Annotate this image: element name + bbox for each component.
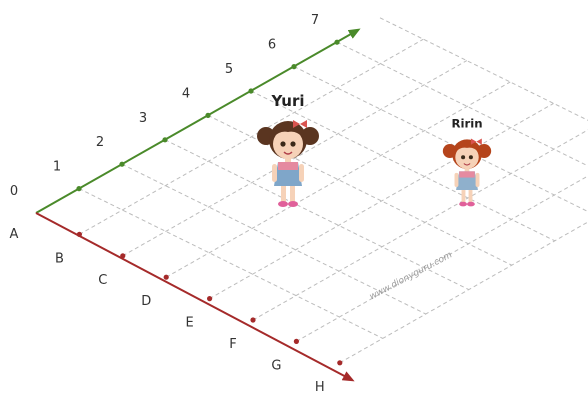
grid-line-row — [296, 175, 588, 342]
character-figure: Yuri — [257, 92, 319, 207]
grid-line-column — [250, 90, 556, 242]
left-axis-tick-dot — [337, 360, 343, 366]
grid-line-column — [379, 17, 588, 121]
row-label: G — [271, 358, 281, 373]
top-axis-tick-dot — [291, 64, 297, 70]
grid-line-row — [165, 81, 511, 278]
row-label: B — [55, 251, 64, 266]
grid-line-column — [164, 139, 470, 291]
character-figure: Ririn — [442, 117, 492, 207]
grid-line-row — [209, 102, 554, 300]
row-label: H — [315, 380, 325, 395]
left-axis-tick-dot — [293, 338, 299, 344]
grid-line-column — [293, 66, 588, 213]
column-label: 3 — [139, 111, 147, 126]
row-label: C — [98, 273, 107, 288]
row-label: D — [141, 294, 151, 309]
left-axis-tick-dot — [207, 296, 213, 302]
grid-line-row — [122, 60, 468, 257]
top-axis-tick-dot — [334, 39, 340, 45]
grid-line-row — [252, 129, 588, 321]
column-label: 1 — [53, 160, 61, 175]
top-axis-arrow — [35, 28, 361, 214]
column-label: 2 — [96, 135, 104, 150]
top-axis-tick-dot — [205, 112, 211, 118]
left-axis-tick-dot — [163, 274, 169, 280]
axes — [35, 28, 361, 382]
column-label: 7 — [311, 13, 319, 28]
column-label: 0 — [10, 184, 18, 199]
grid-line-column — [207, 114, 513, 266]
grid-line-column — [336, 41, 588, 167]
row-label: A — [10, 227, 19, 242]
column-label: 4 — [182, 86, 190, 101]
top-axis-tick-dot — [162, 137, 168, 143]
grid-line-column — [78, 188, 384, 339]
column-label: 6 — [268, 38, 276, 53]
grid-line-row — [339, 221, 588, 364]
top-axis-tick-dot — [76, 186, 82, 192]
row-label: F — [229, 337, 236, 352]
top-axis-tick-dot — [119, 161, 125, 167]
grid-lines — [78, 17, 588, 364]
tick-labels: 0 1 2 3 4 5 6 7A B C D E F G H — [10, 13, 325, 395]
top-axis-tick-dot — [248, 88, 254, 94]
left-axis-tick-dot — [120, 253, 126, 259]
grid-line-column — [121, 163, 427, 315]
grid-line-row — [79, 38, 424, 235]
column-label: 5 — [225, 62, 233, 77]
left-axis-arrow — [35, 212, 355, 382]
left-axis-tick-dot — [250, 317, 256, 323]
row-label: E — [185, 316, 193, 331]
character-name: Ririn — [451, 117, 482, 131]
character-name: Yuri — [271, 92, 305, 110]
left-axis-tick-dot — [76, 231, 82, 237]
